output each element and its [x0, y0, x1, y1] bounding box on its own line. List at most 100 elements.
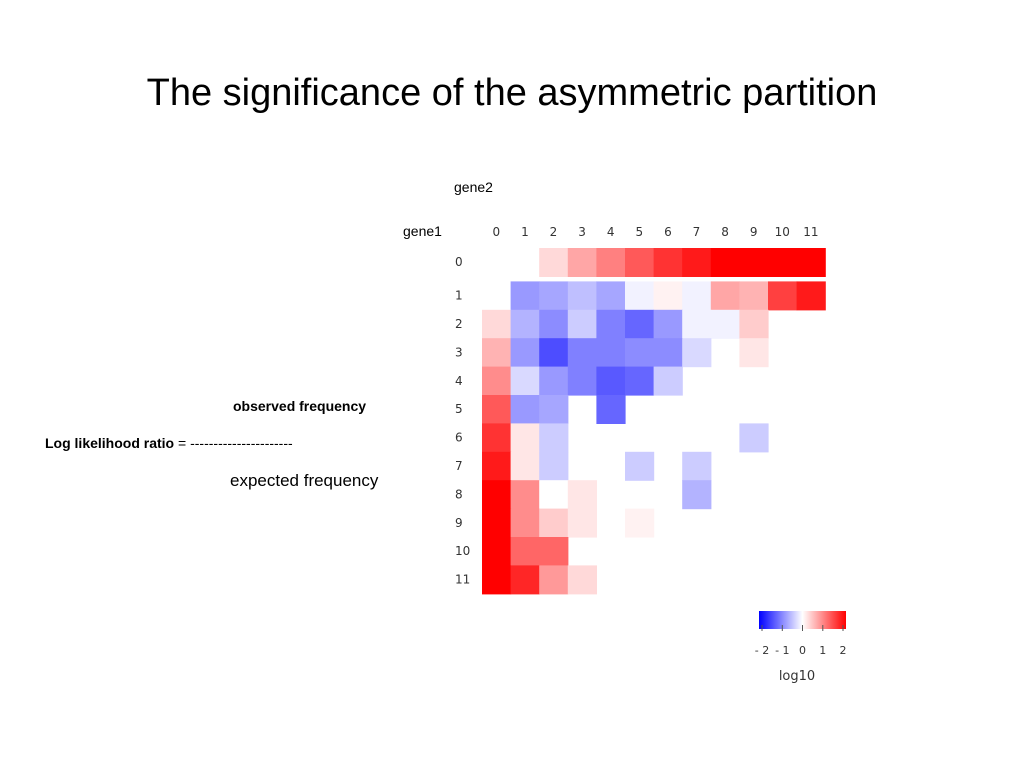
y-tick-label: 11	[455, 573, 470, 587]
heatmap-cell-4-2	[539, 366, 569, 396]
heatmap-cell-1-11	[796, 281, 826, 311]
color-scale-label: log10	[779, 669, 815, 684]
heatmap-cell-7-2	[539, 451, 569, 481]
heatmap-cell-8-1	[510, 480, 540, 510]
heatmap-cell-2-2	[539, 309, 569, 339]
heatmap-cell-0-10	[768, 248, 798, 277]
x-tick-label: 11	[803, 225, 818, 239]
heatmap-cell-1-10	[768, 281, 798, 311]
x-tick-label: 2	[550, 225, 558, 239]
y-tick-label: 4	[455, 374, 463, 388]
heatmap-cell-6-0	[482, 423, 512, 453]
heatmap-cell-8-2	[539, 480, 569, 510]
heatmap-cell-0-9	[739, 248, 769, 277]
heatmap-cell-4-5	[625, 366, 655, 396]
x-tick-label: 4	[607, 225, 615, 239]
color-scale-tick-label: 2	[840, 644, 847, 657]
heatmap-cell-1-6	[653, 281, 683, 311]
heatmap-cell-0-7	[682, 248, 712, 277]
formula-lhs: Log likelihood ratio	[45, 435, 175, 451]
heatmap-cell-7-5	[625, 451, 655, 481]
heatmap-cell-0-3	[567, 248, 597, 277]
heatmap-cell-3-5	[625, 338, 655, 368]
color-scale-tick-label: 1	[819, 644, 826, 657]
heatmap-cell-6-9	[739, 423, 769, 453]
heatmap-cell-4-0	[482, 366, 512, 396]
x-tick-label: 7	[693, 225, 701, 239]
y-tick-label: 8	[455, 487, 463, 501]
formula-equals: =	[178, 435, 187, 451]
y-tick-label: 1	[455, 289, 463, 303]
x-tick-label: 6	[664, 225, 672, 239]
heatmap-cell-2-8	[710, 309, 740, 339]
heatmap-cell-4-3	[567, 366, 597, 396]
formula-line: Log likelihood ratio = -----------------…	[45, 435, 293, 451]
heatmap-cell-1-3	[567, 281, 597, 311]
heatmap-cell-1-7	[682, 281, 712, 311]
heatmap-cell-9-3	[567, 508, 597, 538]
heatmap-cells	[482, 248, 826, 595]
heatmap-cell-8-0	[482, 480, 512, 510]
color-scale-tick-label: 0	[799, 644, 806, 657]
heatmap-cell-5-4	[596, 395, 626, 424]
heatmap-cell-0-11	[796, 248, 826, 277]
heatmap-cell-11-2	[539, 565, 569, 595]
heatmap-cell-4-6	[653, 366, 683, 396]
y-tick-label: 10	[455, 544, 470, 558]
heatmap-cell-5-0	[482, 395, 512, 424]
heatmap-cell-0-4	[596, 248, 626, 277]
heatmap-cell-10-2	[539, 537, 569, 566]
heatmap-cell-2-7	[682, 309, 712, 339]
x-tick-label: 10	[775, 225, 790, 239]
heatmap-cell-2-1	[510, 309, 540, 339]
heatmap-cell-1-4	[596, 281, 626, 311]
heatmap-cell-4-1	[510, 366, 540, 396]
heatmap-cell-9-2	[539, 508, 569, 538]
heatmap-cell-9-1	[510, 508, 540, 538]
formula-fraction-bar: ----------------------	[190, 435, 293, 451]
heatmap-cell-3-9	[739, 338, 769, 368]
formula-denominator: expected frequency	[230, 471, 379, 490]
heatmap-cell-0-2	[539, 248, 569, 277]
heatmap-cell-9-5	[625, 508, 655, 538]
x-tick-label: 9	[750, 225, 758, 239]
heatmap-cell-3-6	[653, 338, 683, 368]
heatmap-cell-10-1	[510, 537, 540, 566]
heatmap-cell-9-0	[482, 508, 512, 538]
heatmap-cell-2-5	[625, 309, 655, 339]
heatmap-cell-11-3	[567, 565, 597, 595]
heatmap-cell-2-4	[596, 309, 626, 339]
heatmap-cell-1-8	[710, 281, 740, 311]
heatmap-cell-5-2	[539, 395, 569, 424]
x-axis-title: gene2	[454, 179, 493, 195]
heatmap-cell-6-1	[510, 423, 540, 453]
color-scale-tick-label: - 2	[755, 644, 769, 657]
heatmap-cell-0-6	[653, 248, 683, 277]
y-tick-label: 7	[455, 459, 463, 473]
heatmap-cell-1-9	[739, 281, 769, 311]
x-tick-label: 0	[492, 225, 500, 239]
x-tick-label: 5	[635, 225, 643, 239]
y-tick-label: 3	[455, 345, 463, 359]
heatmap-cell-3-1	[510, 338, 540, 368]
color-scale-tick-label: - 1	[775, 644, 789, 657]
formula-numerator: observed frequency	[233, 398, 367, 414]
heatmap-cell-2-6	[653, 309, 683, 339]
y-tick-label: 5	[455, 402, 463, 416]
heatmap-cell-7-0	[482, 451, 512, 481]
heatmap-cell-3-4	[596, 338, 626, 368]
x-tick-label: 1	[521, 225, 529, 239]
heatmap-cell-1-1	[510, 281, 540, 311]
heatmap-cell-0-8	[710, 248, 740, 277]
y-tick-label: 2	[455, 317, 463, 331]
heatmap-cell-2-9	[739, 309, 769, 339]
heatmap-cell-5-1	[510, 395, 540, 424]
y-tick-label: 6	[455, 431, 463, 445]
heatmap-cell-10-0	[482, 537, 512, 566]
heatmap-cell-8-7	[682, 480, 712, 510]
